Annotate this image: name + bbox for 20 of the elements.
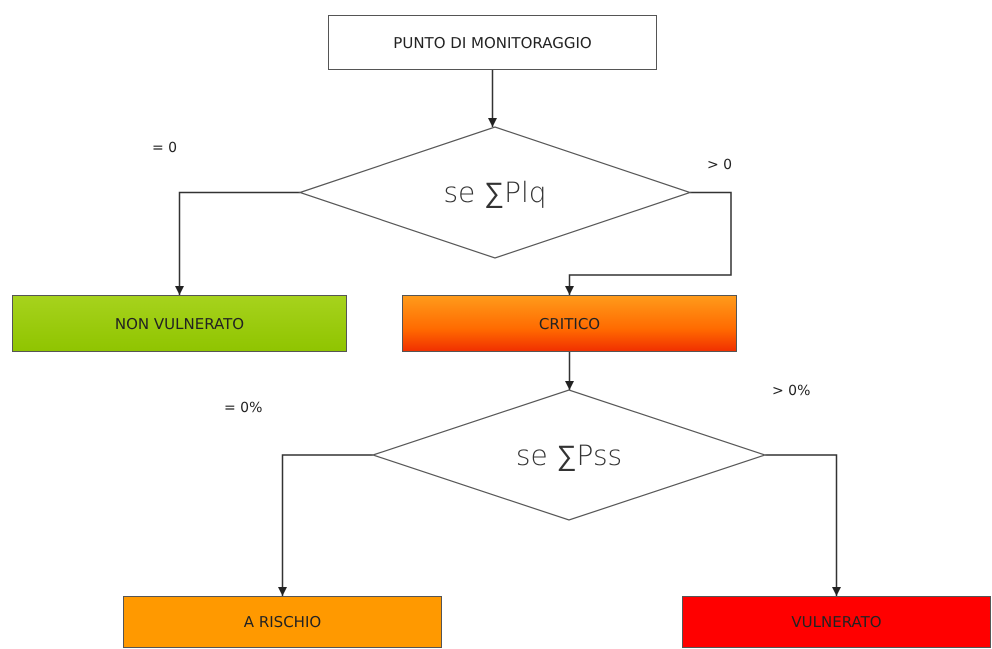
arrow (565, 352, 574, 390)
process-box (328, 15, 657, 70)
node-text: se ∑Plq (443, 176, 547, 209)
node-text: NON VULNERATO (114, 314, 244, 332)
arrow (765, 454, 841, 596)
arrow (488, 70, 497, 127)
arrow (565, 192, 732, 295)
process-box (402, 295, 737, 352)
node-text: A RISCHIO (244, 613, 322, 631)
process-box (123, 596, 442, 648)
node-text: VULNERATO (791, 613, 882, 631)
node-text: se ∑Pss (516, 438, 622, 472)
node-text: CRITICO (538, 314, 600, 332)
arrow (175, 192, 300, 295)
decision-diamond (373, 390, 765, 520)
decision-diamond (300, 127, 690, 258)
node-text: PUNTO DI MONITORAGGIO (393, 34, 592, 52)
process-box (682, 596, 991, 648)
arrow (278, 454, 373, 596)
process-box (12, 295, 347, 352)
